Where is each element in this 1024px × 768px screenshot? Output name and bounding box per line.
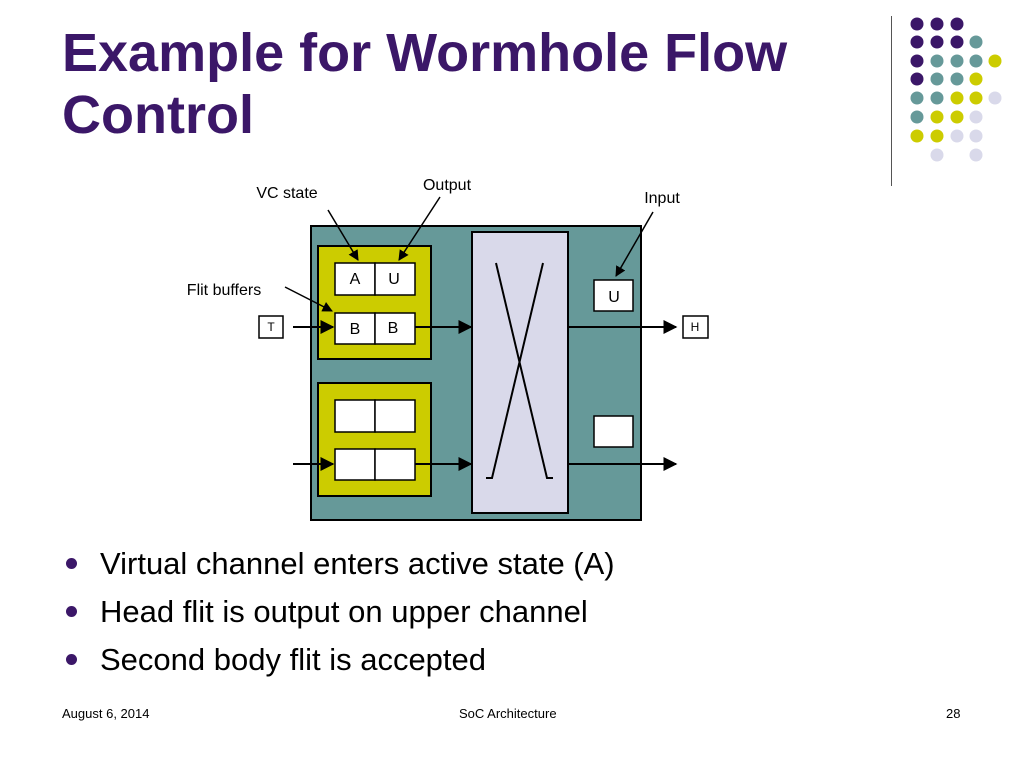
input-label: Input (644, 190, 680, 207)
output-register-value: U (608, 289, 620, 306)
footer-course: SoC Architecture (459, 706, 557, 721)
wormhole-router-diagram: VC state Output Input Flit buffers A U B… (187, 177, 709, 521)
bullet-item: Second body flit is accepted (60, 636, 615, 684)
dot (969, 54, 983, 68)
dot (930, 110, 944, 124)
dot (910, 17, 924, 31)
dot (988, 54, 1002, 68)
bullet-dot-icon (66, 654, 77, 665)
flit-buffer-cell-2 (374, 312, 416, 345)
dot (969, 72, 983, 86)
dot (910, 35, 924, 49)
dot (969, 129, 983, 143)
lower-buffer-cell-1 (334, 448, 376, 481)
output-pointer (398, 196, 441, 261)
lower-output-register (593, 415, 634, 448)
title-line-2: Control (62, 85, 254, 145)
dot (930, 35, 944, 49)
bullet-dot-icon (66, 606, 77, 617)
vc-state-pointer (327, 209, 359, 261)
lower-state-cell-2 (374, 399, 416, 433)
bullet-list: Virtual channel enters active state (A) … (60, 540, 615, 684)
footer-page-number: 28 (946, 706, 961, 721)
output-port-value: U (388, 271, 400, 288)
dot (930, 129, 944, 143)
dot (930, 54, 944, 68)
vc-state-label: VC state (256, 185, 317, 202)
dot (969, 35, 983, 49)
incoming-flit-box (258, 315, 284, 339)
flit-buffer-cell-1 (334, 312, 376, 345)
incoming-flit-value: T (267, 320, 275, 334)
dot (930, 72, 944, 86)
dot (910, 129, 924, 143)
title-line-1: Example for Wormhole Flow (62, 23, 788, 83)
lower-buffer-cell-2 (374, 448, 416, 481)
bullet-item: Head flit is output on upper channel (60, 588, 615, 636)
dot (969, 110, 983, 124)
decorative-dot-grid (910, 17, 1002, 162)
input-pointer (615, 211, 654, 277)
dot (950, 110, 964, 124)
dot (950, 91, 964, 105)
bullet-text: Second body flit is accepted (100, 642, 487, 677)
dot (988, 91, 1002, 105)
dot (950, 17, 964, 31)
bullet-dot-icon (66, 558, 77, 569)
flit-buffers-pointer (284, 286, 333, 312)
dot (930, 148, 944, 162)
dot (950, 72, 964, 86)
output-label: Output (423, 177, 472, 194)
crossbar-switch (471, 231, 569, 514)
dot (969, 148, 983, 162)
slide-title: Example for Wormhole Flow Control (62, 22, 862, 146)
lower-state-cell-1 (334, 399, 376, 433)
outgoing-flit-value: H (691, 320, 700, 334)
flit-buffers-label: Flit buffers (187, 282, 261, 299)
vc-state-value: A (350, 271, 361, 288)
flit-buffer-value-2: B (388, 320, 399, 337)
dot (950, 129, 964, 143)
flit-buffer-value-1: B (350, 321, 361, 338)
dot (930, 17, 944, 31)
upper-output-register (593, 279, 634, 312)
dot (930, 91, 944, 105)
decorative-divider (891, 16, 892, 186)
bullet-item: Virtual channel enters active state (A) (60, 540, 615, 588)
crossbar-path-2 (486, 262, 544, 479)
crossbar-path-1 (495, 262, 553, 479)
output-port-cell (374, 262, 416, 296)
dot (910, 91, 924, 105)
dot (950, 35, 964, 49)
footer-date: August 6, 2014 (62, 706, 150, 721)
bullet-text: Head flit is output on upper channel (100, 594, 588, 629)
dot (910, 110, 924, 124)
bullet-text: Virtual channel enters active state (A) (100, 546, 615, 581)
outgoing-flit-box (682, 315, 709, 339)
dot (910, 54, 924, 68)
dot (969, 91, 983, 105)
dot (910, 72, 924, 86)
dot (950, 54, 964, 68)
